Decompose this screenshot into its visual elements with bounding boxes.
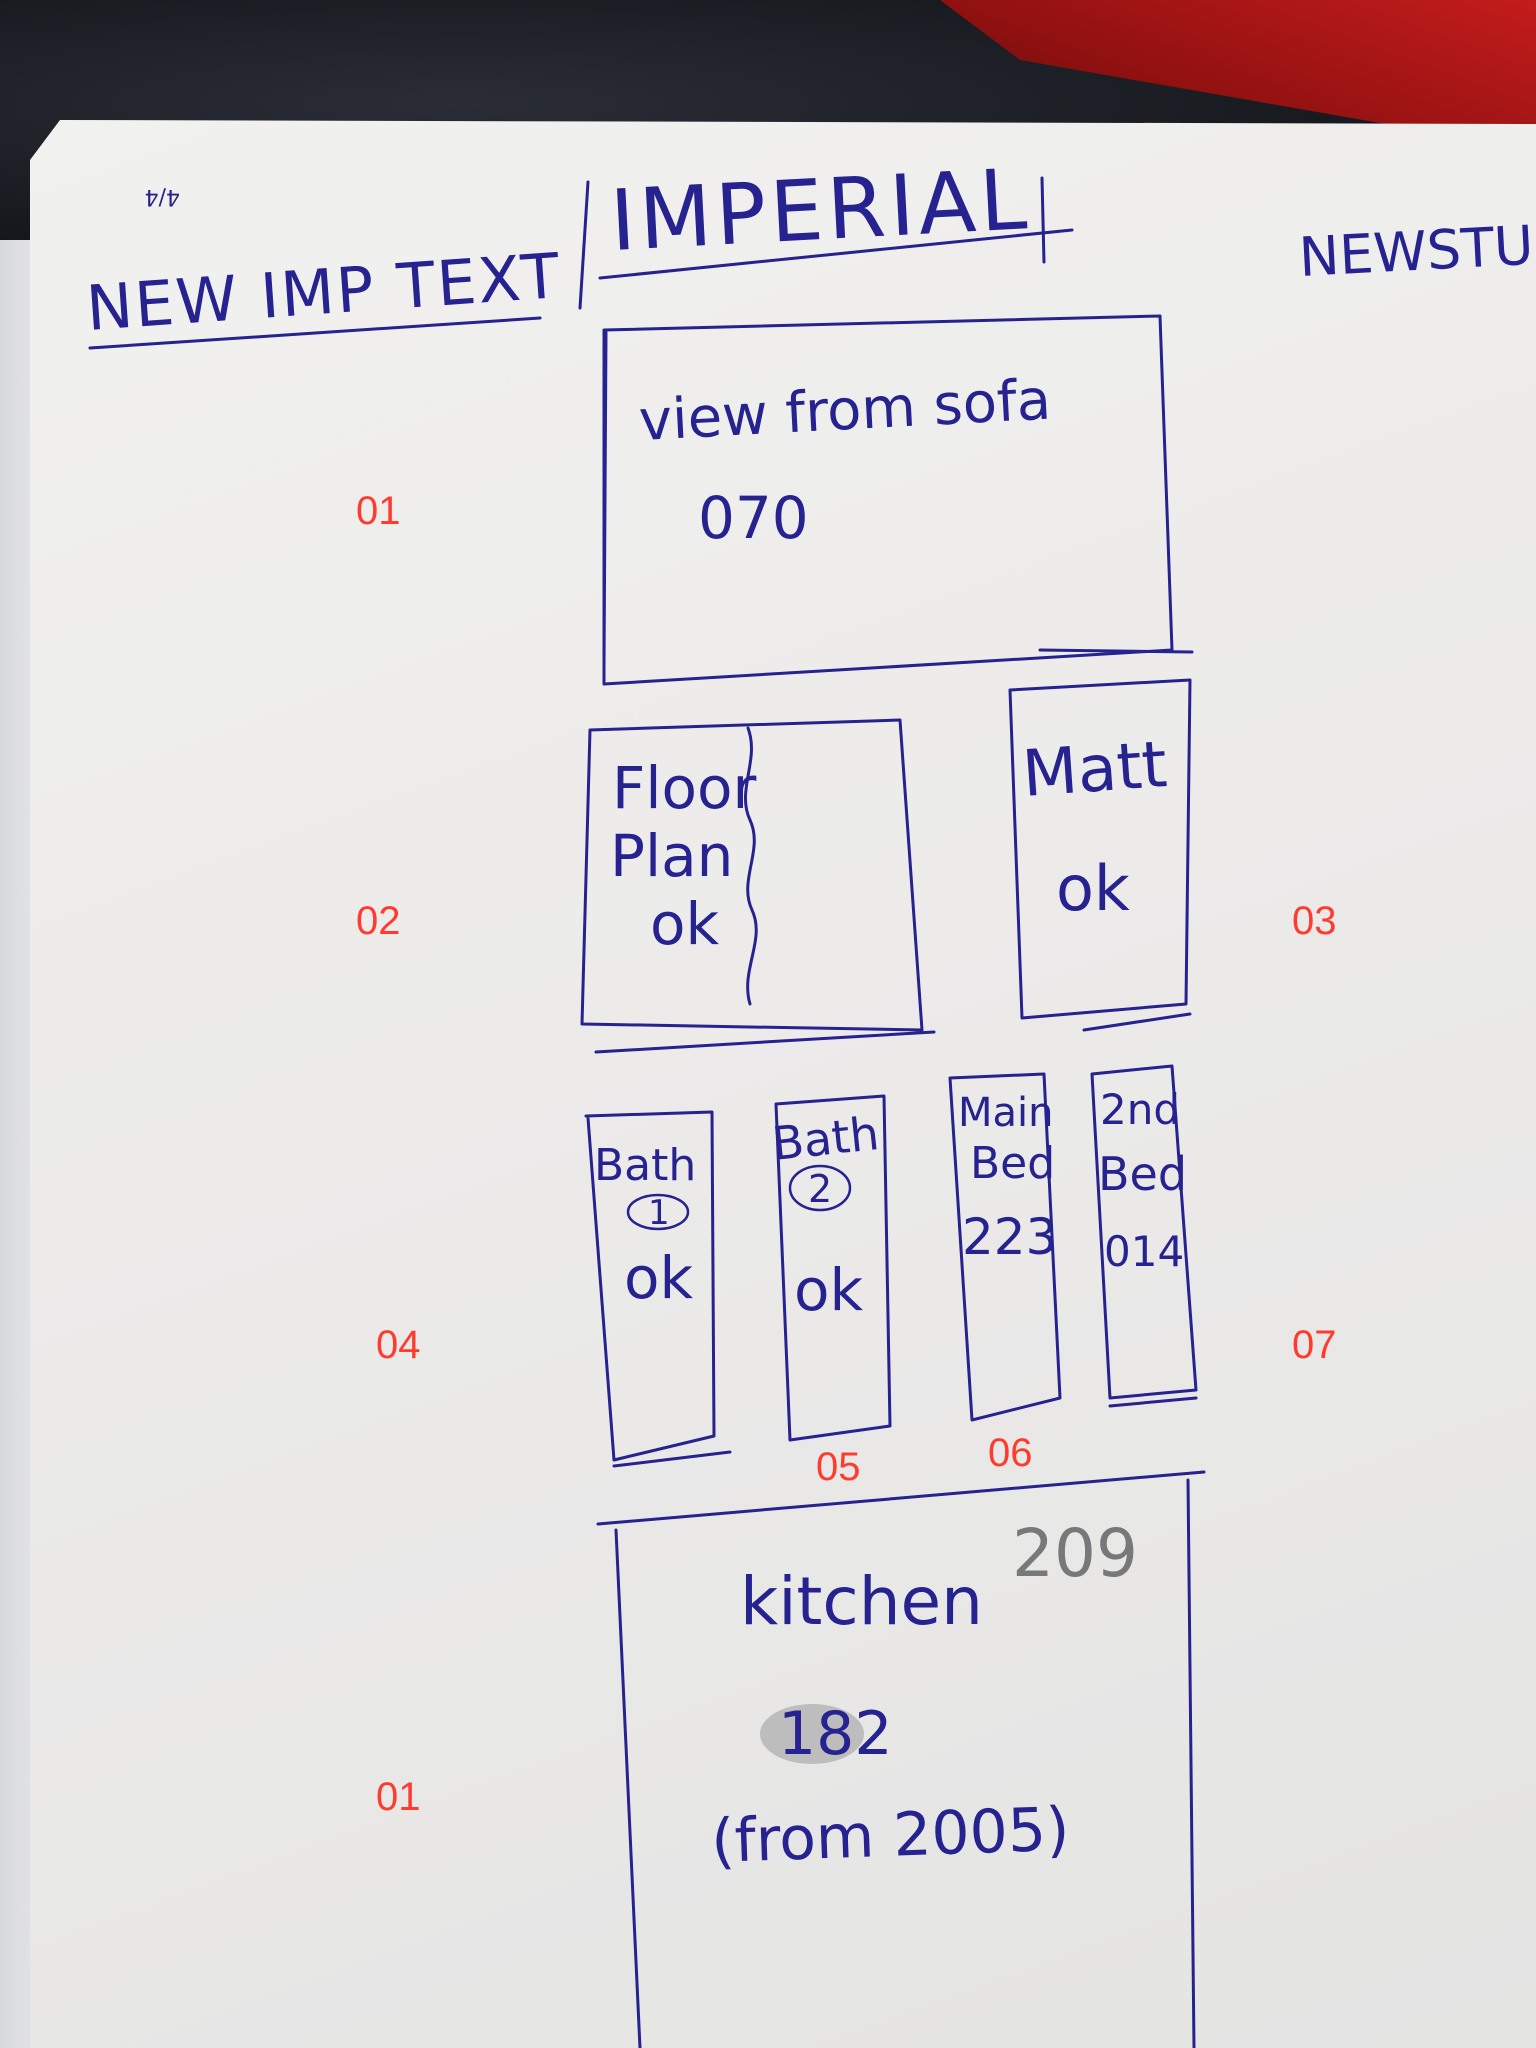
annotation-04: 04 [376, 1323, 421, 1367]
floorplan-line1: Floor [612, 754, 756, 822]
secondbed-line2: Bed [1098, 1147, 1187, 1201]
kitchen-pencil-value: 209 [1012, 1515, 1138, 1592]
left-heading-underline [88, 316, 542, 350]
view-box-tail [1038, 648, 1194, 654]
floorplan-box-frame [580, 718, 924, 1032]
kitchen-title: kitchen [740, 1563, 983, 1640]
secondbed-box-frame [1090, 1064, 1198, 1400]
bath1-title: Bath [594, 1140, 696, 1191]
bath1-box-base [612, 1450, 732, 1468]
bath1-status: ok [624, 1244, 693, 1312]
mainbed-box-frame [948, 1072, 1062, 1422]
matt-box-frame [1008, 678, 1192, 1020]
center-heading: IMPERIAL [608, 150, 1033, 270]
floorplan-status: ok [650, 890, 719, 958]
bath1-number-circle [626, 1193, 690, 1231]
bath2-title: Bath [770, 1106, 882, 1171]
bath2-number: 2 [808, 1167, 832, 1211]
center-divider-left [578, 180, 590, 310]
right-heading: NEWSTU [1297, 214, 1535, 289]
floorplan-box-underline [594, 1030, 936, 1054]
mainbed-line2: Bed [970, 1138, 1055, 1189]
bath2-number-circle [788, 1164, 852, 1212]
matt-title: Matt [1020, 728, 1169, 812]
kitchen-value: 182 [778, 1699, 893, 1769]
kitchen-box-frame [596, 1470, 1206, 2048]
annotation-01-top: 01 [356, 489, 401, 533]
secondbed-line1: 2nd [1100, 1085, 1180, 1134]
view-box-title: view from sofa [637, 367, 1052, 453]
left-heading: NEW IMP TEXT [84, 239, 564, 345]
view-box-value: 070 [698, 484, 809, 552]
annotation-01-bottom: 01 [376, 1775, 421, 1819]
secondbed-value: 014 [1104, 1227, 1184, 1276]
annotation-03: 03 [1292, 899, 1337, 943]
center-divider-right [1040, 176, 1046, 264]
secondbed-box-base [1108, 1396, 1198, 1408]
bath1-box-frame [584, 1110, 716, 1462]
mainbed-line1: Main [958, 1090, 1054, 1136]
bath1-number: 1 [648, 1193, 670, 1233]
mainbed-value: 223 [962, 1208, 1057, 1266]
bath2-status: ok [794, 1256, 863, 1324]
page-number: 4/4 [145, 184, 180, 209]
kitchen-note: (from 2005) [710, 1795, 1070, 1877]
center-heading-underline [598, 228, 1074, 280]
kitchen-scribble [760, 1704, 864, 1764]
floorplan-line2: Plan [610, 822, 733, 890]
matt-status: ok [1056, 852, 1130, 925]
annotation-07: 07 [1292, 1323, 1337, 1367]
annotation-02: 02 [356, 899, 401, 943]
bath2-box-frame [774, 1094, 892, 1442]
matt-box-underline [1082, 1012, 1192, 1032]
annotation-05: 05 [816, 1445, 861, 1489]
annotation-06: 06 [988, 1431, 1033, 1475]
floorplan-squiggle [744, 726, 758, 1006]
view-box-frame [602, 314, 1174, 686]
